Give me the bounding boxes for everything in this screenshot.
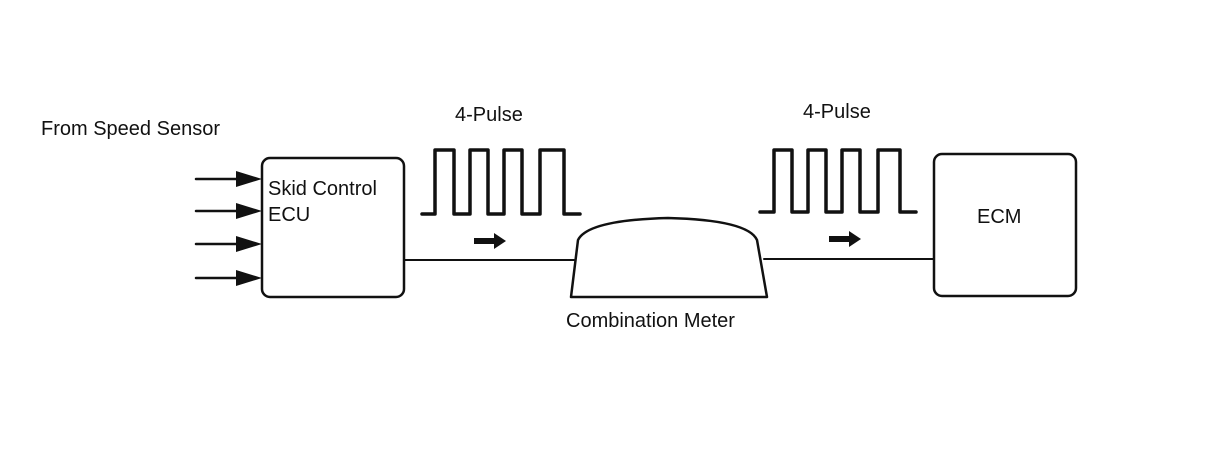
label-skid-control-line1: Skid Control <box>268 178 377 200</box>
label-pulse-right: 4-Pulse <box>803 101 871 123</box>
label-skid-control-ecu: Skid Control ECU <box>268 176 377 228</box>
signal-direction-arrow-right <box>829 231 861 247</box>
ecm-box <box>932 152 1078 298</box>
pulse-waveform-left <box>420 148 582 216</box>
skid-control-ecu-box <box>260 156 406 299</box>
label-pulse-left: 4-Pulse <box>455 104 523 126</box>
combination-meter-shape <box>569 216 769 299</box>
label-ecm: ECM <box>977 206 1022 228</box>
signal-direction-arrow-left <box>474 233 506 249</box>
label-skid-control-line2: ECU <box>268 204 311 226</box>
sensor-input-arrowheads <box>236 171 262 286</box>
label-combination-meter: Combination Meter <box>566 310 735 332</box>
sensor-input-arrows <box>194 177 246 280</box>
label-from-speed-sensor: From Speed Sensor <box>41 118 220 140</box>
pulse-waveform-right <box>758 148 918 214</box>
